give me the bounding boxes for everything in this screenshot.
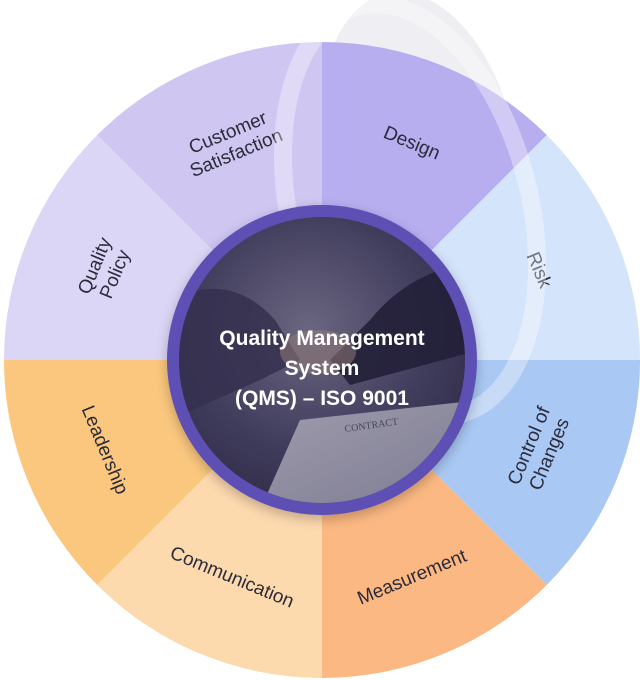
center-title-line-2: System [285,357,360,380]
segment-communication [97,466,322,678]
segment-control-of-changes [428,360,640,585]
center-title-line-3: (QMS) – ISO 9001 [235,387,409,410]
segment-design [322,42,547,254]
segment-leadership [4,360,216,585]
center-photo: CONTRACT [179,217,465,503]
center-title: Quality Management System (QMS) – ISO 90… [219,327,424,410]
segment-customer-satisfaction [97,42,322,254]
segment-risk [428,135,640,360]
segment-measurement [322,466,547,678]
center-title-line-1: Quality Management [219,327,424,350]
segment-quality-policy [4,135,216,360]
